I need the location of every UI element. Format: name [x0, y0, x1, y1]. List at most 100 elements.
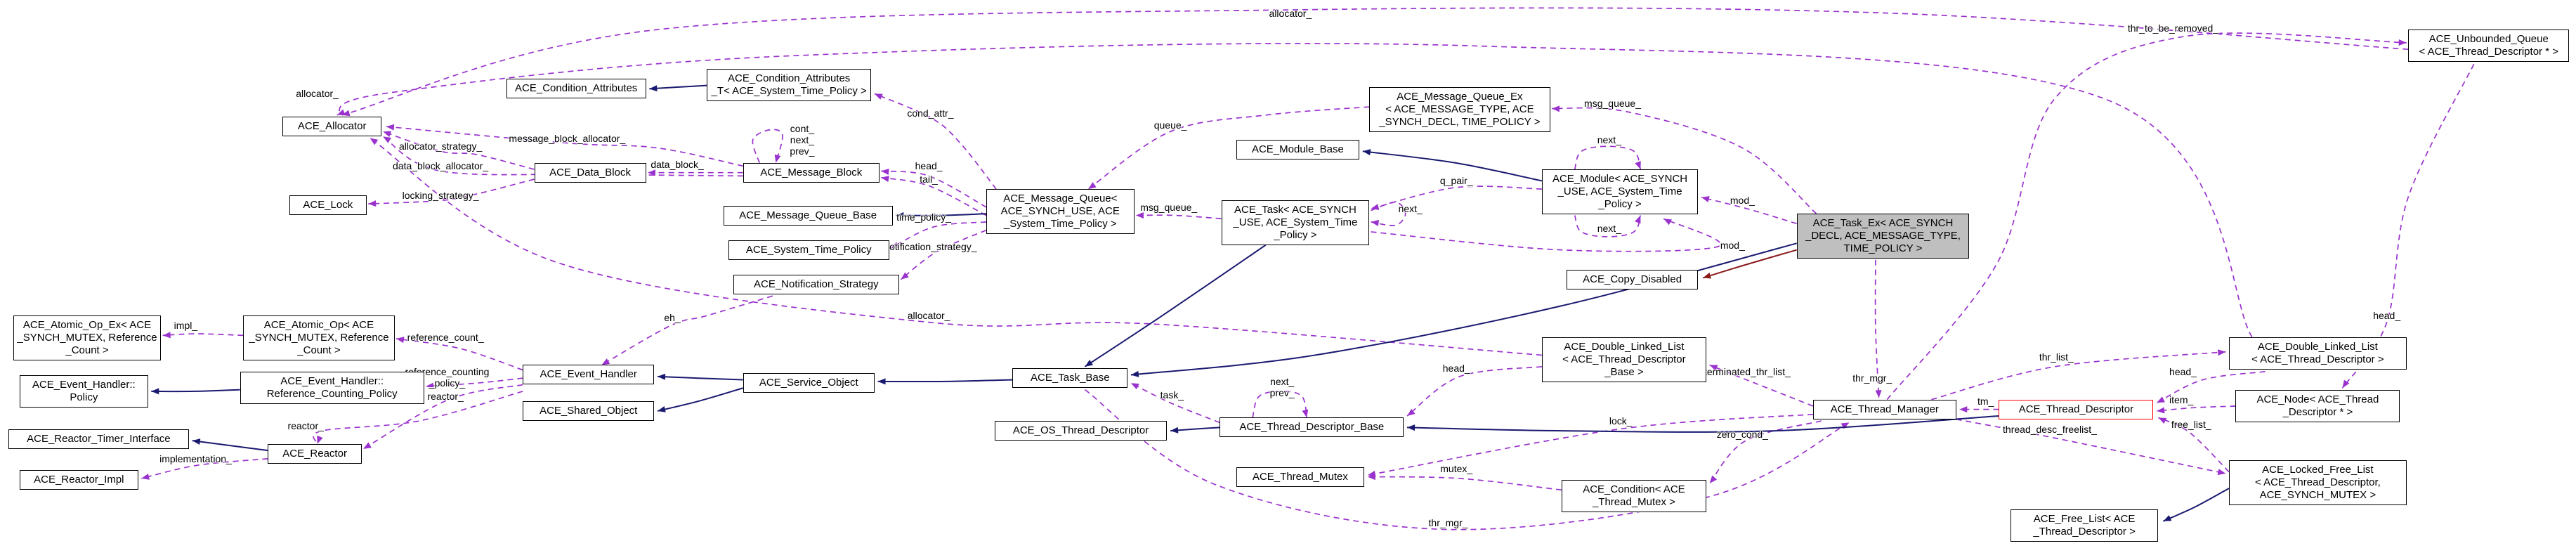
- class-node-event-handler[interactable]: ACE_Event_Handler: [523, 365, 655, 385]
- class-node-thread-mutex[interactable]: ACE_Thread_Mutex: [1236, 467, 1365, 487]
- class-node-service-object[interactable]: ACE_Service_Object: [743, 373, 875, 393]
- class-node-label-line: _SYNCH_DECL, TIME_POLICY >: [1379, 116, 1541, 129]
- class-node-os-thread-descriptor[interactable]: ACE_OS_Thread_Descriptor: [994, 421, 1168, 441]
- arrowhead-icon: [881, 176, 889, 183]
- class-node-event-handler-rcp[interactable]: ACE_Event_Handler::Reference_Counting_Po…: [240, 371, 424, 404]
- class-node-label-line: < ACE_MESSAGE_TYPE, ACE: [1385, 103, 1534, 116]
- edge-use: [1252, 391, 1308, 418]
- class-node-system-time-policy[interactable]: ACE_System_Time_Policy: [728, 240, 889, 260]
- edge-use: [2156, 370, 2266, 404]
- class-node-label-line: ACE_Lock: [303, 199, 353, 211]
- arrowhead-icon: [1663, 219, 1672, 226]
- class-node-label-line: ACE_Allocator: [297, 120, 367, 133]
- edge-label: task_: [1160, 389, 1184, 401]
- class-node-event-handler-policy[interactable]: ACE_Event_Handler::Policy: [20, 375, 148, 408]
- arrowhead-icon: [383, 131, 392, 138]
- edge-label: implementation_: [159, 452, 232, 464]
- arrowhead-icon: [874, 93, 883, 100]
- class-node-atomic-op[interactable]: ACE_Atomic_Op< ACE_SYNCH_MUTEX, Referenc…: [243, 315, 395, 361]
- class-node-allocator[interactable]: ACE_Allocator: [282, 117, 381, 137]
- class-node-task[interactable]: ACE_Task< ACE_SYNCH_USE, ACE_System_Time…: [1221, 200, 1370, 246]
- class-node-label-line: ACE_Node< ACE_Thread: [2256, 393, 2379, 405]
- class-node-reactor-impl[interactable]: ACE_Reactor_Impl: [20, 470, 138, 490]
- class-node-atomic-op-ex[interactable]: ACE_Atomic_Op_Ex< ACE_SYNCH_MUTEX, Refer…: [13, 315, 162, 361]
- edge-use: [313, 391, 523, 445]
- class-node-message-queue-ex[interactable]: ACE_Message_Queue_Ex< ACE_MESSAGE_TYPE, …: [1369, 87, 1550, 133]
- class-node-condition-attributes[interactable]: ACE_Condition_Attributes: [506, 79, 646, 99]
- class-node-thread-descriptor-base[interactable]: ACE_Thread_Descriptor_Base: [1220, 417, 1404, 438]
- class-node-label-line: ACE_SYNCH_MUTEX >: [2259, 489, 2376, 502]
- edge-use: [874, 93, 997, 190]
- class-node-notification-strategy[interactable]: ACE_Notification_Strategy: [733, 274, 899, 294]
- class-node-reactor[interactable]: ACE_Reactor: [268, 443, 362, 464]
- class-node-shared-object[interactable]: ACE_Shared_Object: [523, 401, 655, 421]
- edge-label: time_policy_: [896, 211, 951, 223]
- class-node-dll-thread-descriptor-base[interactable]: ACE_Double_Linked_List< ACE_Thread_Descr…: [1541, 337, 1706, 382]
- class-node-thread-manager[interactable]: ACE_Thread_Manager: [1813, 399, 1956, 419]
- edge-label: item_: [2169, 393, 2194, 405]
- edge-label: head_: [2169, 365, 2197, 377]
- class-node-message-queue-base[interactable]: ACE_Message_Queue_Base: [723, 205, 893, 226]
- class-node-data-block[interactable]: ACE_Data_Block: [534, 162, 646, 183]
- class-node-label-line: ACE_Unbounded_Queue: [2428, 33, 2549, 46]
- class-node-label-line: ACE_Double_Linked_List: [2257, 340, 2378, 353]
- class-node-label-line: < ACE_Thread_Descriptor,: [2254, 476, 2381, 489]
- edge-label: queue_: [1153, 119, 1187, 131]
- class-node-module[interactable]: ACE_Module< ACE_SYNCH_USE, ACE_System_Ti…: [1541, 169, 1699, 215]
- class-node-free-list[interactable]: ACE_Free_List< ACE_Thread_Descriptor >: [2010, 509, 2159, 542]
- class-node-node-thread-descriptor[interactable]: ACE_Node< ACE_Thread_Descriptor * >: [2235, 389, 2400, 422]
- class-node-message-block[interactable]: ACE_Message_Block: [743, 162, 880, 183]
- class-node-label-line: _DECL, ACE_MESSAGE_TYPE,: [1805, 230, 1961, 242]
- class-node-label-line: ACE_Data_Block: [549, 166, 631, 178]
- class-node-unbounded-queue[interactable]: ACE_Unbounded_Queue< ACE_Thread_Descript…: [2408, 30, 2570, 63]
- edge-inherit: [1362, 150, 1543, 182]
- class-node-label-line: ACE_Condition_Attributes: [515, 82, 638, 95]
- class-node-task-ex[interactable]: ACE_Task_Ex< ACE_SYNCH_DECL, ACE_MESSAGE…: [1796, 214, 1970, 259]
- class-node-label-line: ACE_Locked_Free_List: [2262, 464, 2374, 476]
- class-node-label-line: _Descriptor * >: [2282, 405, 2353, 418]
- class-node-label-line: ACE_Thread_Descriptor_Base: [1239, 421, 1385, 434]
- arrowhead-icon: [891, 242, 900, 249]
- class-node-label-line: ACE_Thread_Mutex: [1252, 470, 1348, 483]
- arrowhead-icon: [877, 378, 886, 385]
- class-node-copy-disabled[interactable]: ACE_Copy_Disabled: [1567, 269, 1699, 289]
- class-node-label-line: Policy: [70, 391, 98, 403]
- arrowhead-icon: [1551, 105, 1560, 112]
- edge-use: [1367, 413, 1814, 476]
- class-node-label-line: _T< ACE_System_Time_Policy >: [711, 85, 867, 98]
- edge-use: [368, 178, 535, 205]
- class-node-dll-thread-descriptor[interactable]: ACE_Double_Linked_List< ACE_Thread_Descr…: [2229, 337, 2407, 370]
- edge-use: [1135, 214, 1222, 220]
- class-node-reactor-timer-interface[interactable]: ACE_Reactor_Timer_Interface: [8, 429, 190, 449]
- edge-private: [1702, 249, 1797, 279]
- arrowhead-icon: [1371, 219, 1380, 226]
- edge-use: [1701, 196, 1797, 225]
- arrowhead-icon: [370, 138, 379, 145]
- class-node-condition-attributes-t[interactable]: ACE_Condition_Attributes_T< ACE_System_T…: [707, 69, 872, 102]
- edge-label: thr_to_be_removed_: [2127, 22, 2219, 34]
- arrowhead-icon: [162, 332, 171, 339]
- arrowhead-icon: [2217, 469, 2226, 476]
- class-node-label-line: ACE_Event_Handler: [540, 368, 637, 381]
- class-node-module-base[interactable]: ACE_Module_Base: [1236, 139, 1360, 159]
- edge-label: data_block_allocator_: [393, 160, 489, 172]
- class-node-task-base[interactable]: ACE_Task_Base: [1012, 368, 1128, 389]
- arrowhead-icon: [901, 272, 909, 280]
- edge-use: [1574, 215, 1642, 237]
- edge-use: [1956, 418, 2226, 474]
- class-node-lock[interactable]: ACE_Lock: [289, 195, 367, 216]
- class-node-label-line: ACE_OS_Thread_Descriptor: [1012, 424, 1149, 437]
- edge-label: allocator_: [296, 88, 339, 100]
- edge-use: [1551, 107, 1817, 214]
- class-node-condition-thread-mutex[interactable]: ACE_Condition< ACE_Thread_Mutex >: [1562, 480, 1706, 513]
- edge-label: reference_count_: [407, 331, 484, 343]
- arrowhead-icon: [2218, 349, 2226, 356]
- arrowhead-icon: [395, 337, 405, 344]
- class-node-thread-descriptor[interactable]: ACE_Thread_Descriptor: [1999, 399, 2154, 419]
- edge-label: reference_counting: [405, 365, 490, 377]
- class-node-message-queue[interactable]: ACE_Message_Queue<ACE_SYNCH_USE, ACE_Sys…: [986, 189, 1135, 235]
- arrowhead-icon: [1701, 196, 1710, 202]
- class-node-label-line: _Count >: [65, 344, 109, 357]
- class-node-locked-free-list[interactable]: ACE_Locked_Free_List< ACE_Thread_Descrip…: [2229, 460, 2407, 506]
